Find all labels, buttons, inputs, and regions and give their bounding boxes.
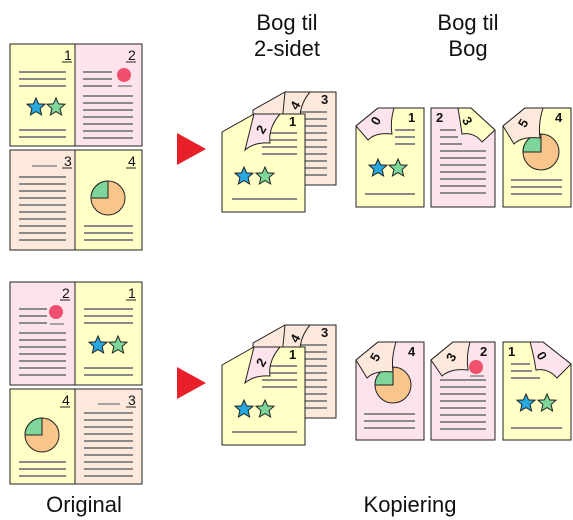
svg-text:2: 2 — [480, 344, 487, 359]
page-number-3-bottom: 3 — [128, 392, 136, 408]
arrow-right-icon — [177, 133, 206, 165]
footer-original-label: Original — [46, 492, 122, 517]
header-bog-til-bog-line1: Bog til — [437, 10, 499, 35]
header-bog-til-2sidet: Bog til 2-sidet — [232, 10, 342, 62]
output-bog-pink-page: 3 2 — [430, 107, 496, 208]
output-2sidet-stack-top: 3 4 1 2 — [221, 91, 337, 213]
page-number-2-bottom: 2 — [62, 285, 70, 301]
svg-text:3: 3 — [321, 325, 328, 340]
page-number-3: 3 — [64, 153, 72, 169]
output-2sidet-stack-bottom: 3 4 1 2 — [221, 324, 337, 446]
output-bog-yellow-page: 0 1 — [355, 107, 425, 208]
svg-text:3: 3 — [321, 92, 328, 107]
page-2-lines — [83, 71, 133, 139]
output-bog-bottom-star-page: 0 1 — [502, 341, 572, 441]
header-bog-til-bog: Bog til Bog — [413, 10, 523, 62]
page-4-lines — [84, 225, 133, 241]
svg-text:1: 1 — [508, 344, 515, 359]
pie-chart-icon — [90, 180, 126, 216]
svg-text:1: 1 — [289, 114, 296, 129]
svg-text:1: 1 — [289, 347, 296, 362]
page-number-1-bottom: 1 — [128, 285, 136, 301]
page-number-4: 4 — [128, 153, 136, 169]
page-number-4-bottom: 4 — [62, 392, 70, 408]
page-3-lines — [19, 165, 66, 241]
svg-text:1: 1 — [408, 110, 415, 125]
page-1-lines — [19, 71, 66, 138]
output-bog-peach-page: 5 4 — [502, 107, 572, 208]
svg-text:4: 4 — [408, 344, 416, 359]
page-number-1: 1 — [64, 47, 72, 63]
footer-kopiering-label: Kopiering — [363, 492, 457, 517]
page-number-2: 2 — [128, 47, 136, 63]
red-dot-icon — [117, 68, 131, 82]
output-bog-bottom-dot-page: 3 2 — [430, 341, 496, 441]
svg-text:2: 2 — [436, 110, 443, 125]
header-bog-til-2sidet-line2: 2-sidet — [253, 36, 321, 61]
header-bog-til-2sidet-line1: Bog til — [256, 10, 318, 35]
header-bog-til-bog-line2: Bog — [448, 36, 488, 61]
output-bog-bottom-pie-page: 5 4 — [355, 341, 425, 441]
svg-text:4: 4 — [555, 110, 563, 125]
arrow-right-icon-bottom — [177, 367, 206, 399]
